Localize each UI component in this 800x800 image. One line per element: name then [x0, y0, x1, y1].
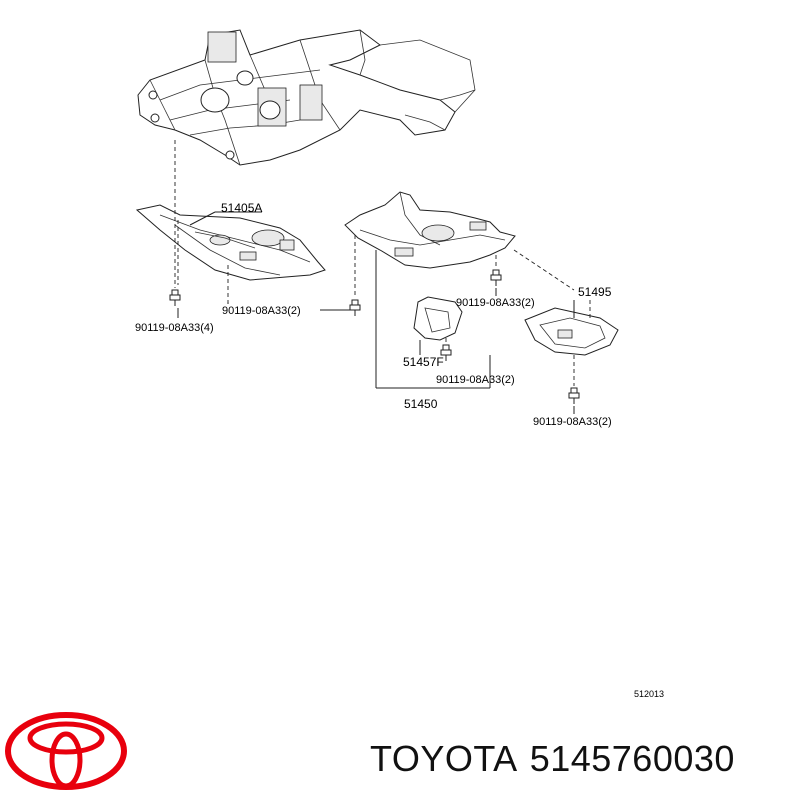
- toyota-emblem-icon: [5, 712, 127, 790]
- brand-part-label: TOYOTA 5145760030: [370, 738, 747, 780]
- callout-bolt-right-2: 90119-08A33(2): [533, 416, 612, 428]
- under-cover-51405A-illustration: [135, 204, 326, 281]
- leader-lines: [177, 211, 575, 414]
- bolt-icon: [169, 289, 181, 306]
- callout-51495: 51495: [578, 285, 612, 299]
- brand-name: TOYOTA: [370, 738, 518, 779]
- part-number: 5145760030: [529, 738, 735, 779]
- cover-51495-illustration: [524, 307, 619, 356]
- alignment-lines: [174, 140, 591, 386]
- cover-51457F-illustration: [413, 296, 463, 341]
- callout-bolt-center-2: 90119-08A33(2): [436, 374, 515, 386]
- callout-51457F: 51457F: [403, 355, 444, 369]
- callout-bolt-left-4: 90119-08A33(4): [135, 322, 214, 334]
- bolt-icon: [490, 269, 502, 286]
- callout-51405A: 51405A: [221, 201, 262, 215]
- under-cover-51450-illustration: [344, 191, 516, 269]
- bolt-icon: [568, 387, 580, 404]
- callout-bolt-mid-2: 90119-08A33(2): [456, 297, 535, 309]
- callout-51450: 51450: [404, 397, 438, 411]
- bolt-icon: [440, 344, 452, 361]
- bolt-icon: [349, 299, 361, 316]
- vehicle-frame-illustration: [137, 29, 476, 166]
- callout-bolt-left-2: 90119-08A33(2): [222, 305, 301, 317]
- figure-reference: 512013: [634, 689, 664, 699]
